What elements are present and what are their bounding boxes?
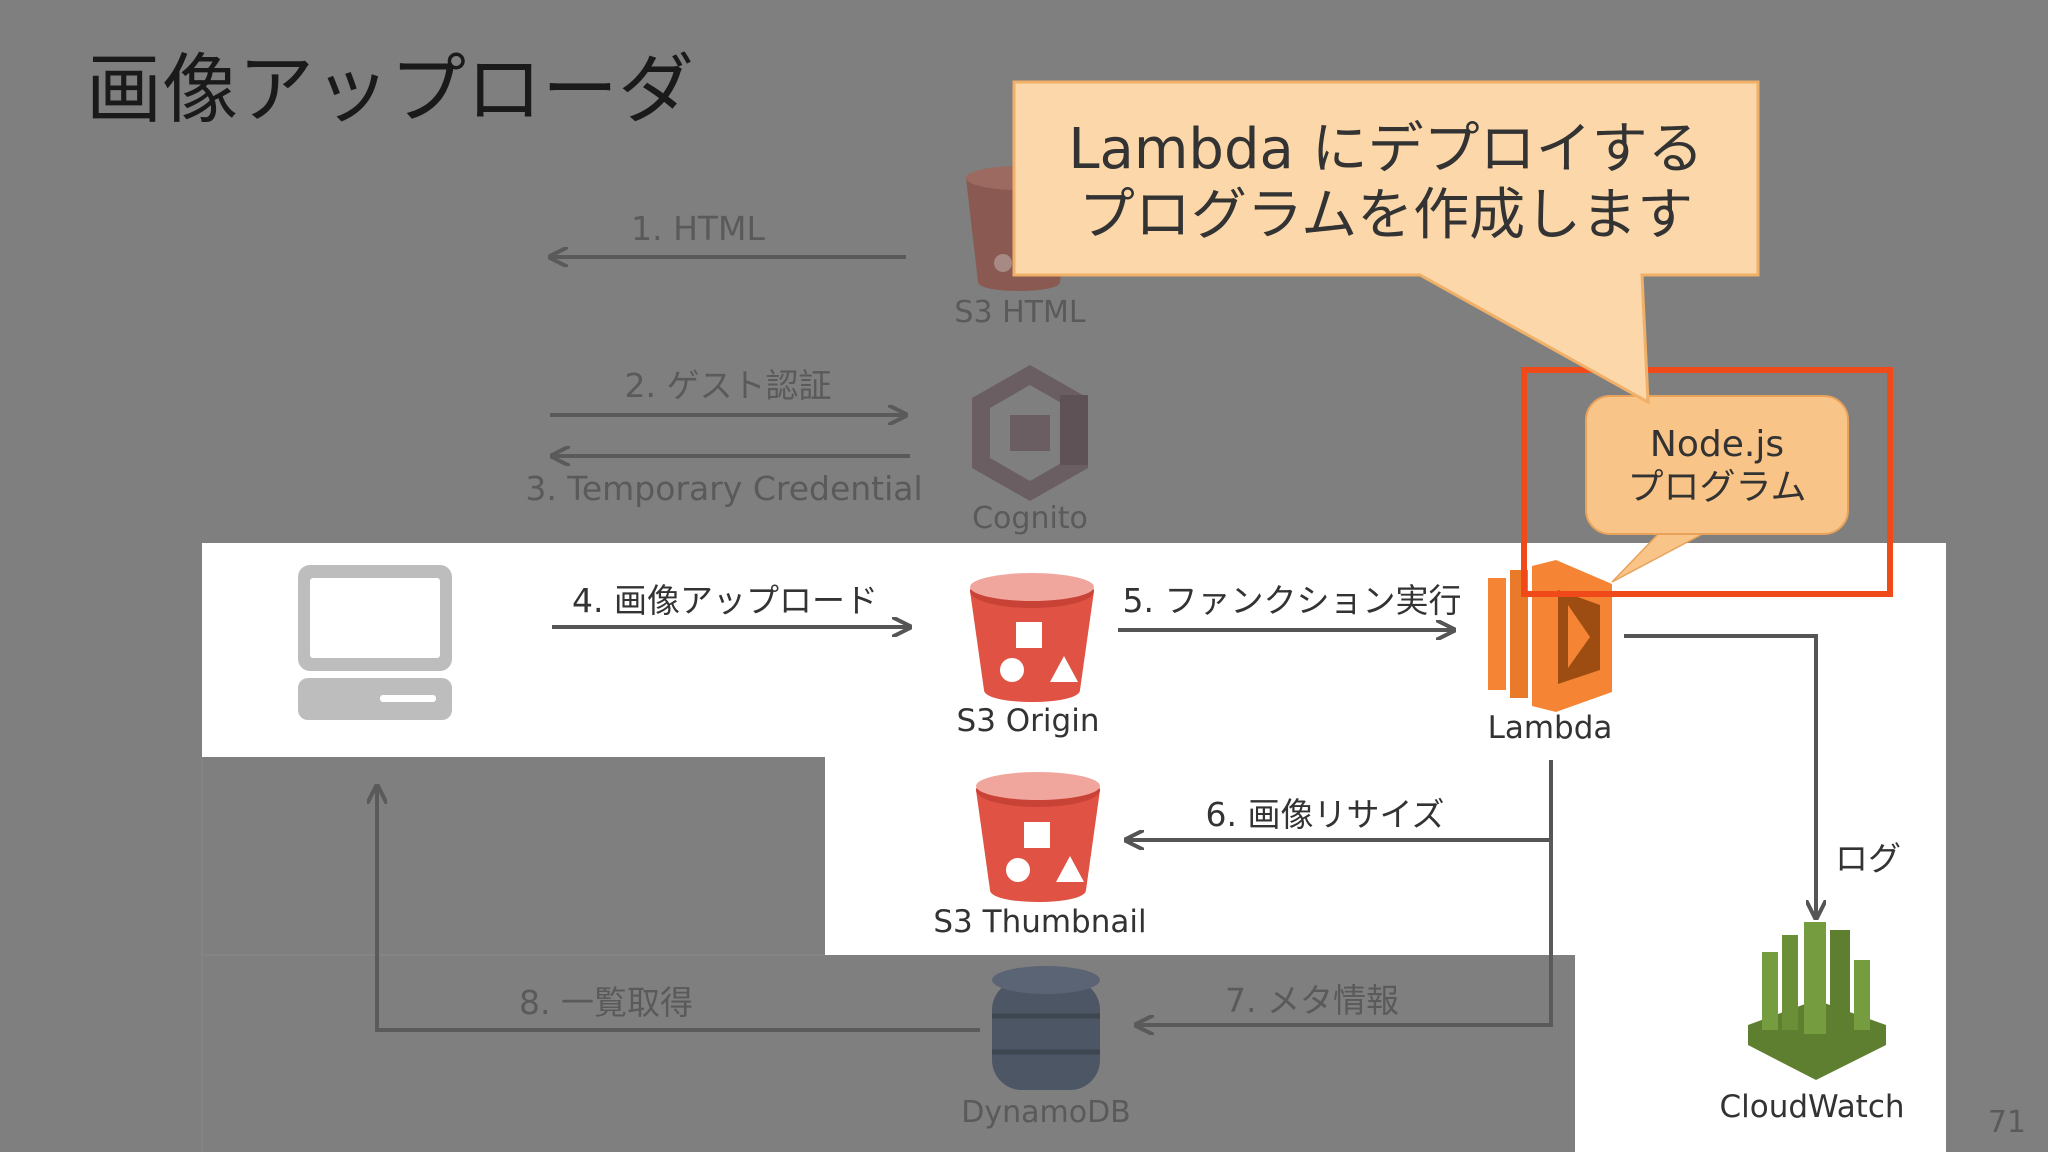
page-title: 画像アップローダ xyxy=(86,45,694,134)
cognito-icon xyxy=(972,365,1088,501)
log-label: ログ xyxy=(1835,839,1901,878)
arrow-metadata xyxy=(1136,840,1553,1025)
main-callout xyxy=(1012,80,1760,405)
cloudwatch-label: CloudWatch xyxy=(1719,1089,1904,1125)
page-number: 71 xyxy=(1988,1105,2026,1140)
dynamodb-icon xyxy=(992,966,1100,1090)
s3-thumbnail-label: S3 Thumbnail xyxy=(933,904,1146,940)
step-7-label: 7. メタ情報 xyxy=(1225,981,1399,1020)
arrow-list-fetch xyxy=(377,786,980,1032)
computer-icon xyxy=(298,565,452,720)
s3-origin-label: S3 Origin xyxy=(957,703,1100,739)
s3-thumbnail-icon xyxy=(976,772,1100,902)
step-4-label: 4. 画像アップロード xyxy=(572,581,878,620)
step-5-label: 5. ファンクション実行 xyxy=(1123,581,1462,620)
main-callout-line1: Lambda にデプロイする xyxy=(1068,117,1703,182)
step-6-label: 6. 画像リサイズ xyxy=(1206,795,1445,834)
cognito-label: Cognito xyxy=(972,501,1088,536)
step-2-label: 2. ゲスト認証 xyxy=(625,366,832,405)
node-callout-line1: Node.js xyxy=(1650,424,1784,465)
lambda-icon xyxy=(1488,560,1612,712)
highlight-box xyxy=(1521,367,1893,597)
main-callout-line2: プログラムを作成します xyxy=(1079,183,1693,248)
arrow-log xyxy=(1624,634,1816,918)
step-8-label: 8. 一覧取得 xyxy=(519,983,693,1022)
step-3-label: 3. Temporary Credential xyxy=(525,469,922,508)
lambda-label: Lambda xyxy=(1488,710,1613,746)
cloudwatch-icon xyxy=(1748,922,1886,1080)
dynamodb-label: DynamoDB xyxy=(961,1095,1131,1130)
node-callout-line2: プログラム xyxy=(1628,467,1807,508)
s3-html-label: S3 HTML xyxy=(954,295,1085,330)
s3-origin-icon xyxy=(970,573,1094,702)
node-callout xyxy=(1585,395,1849,535)
step-1-label: 1. HTML xyxy=(631,209,765,248)
